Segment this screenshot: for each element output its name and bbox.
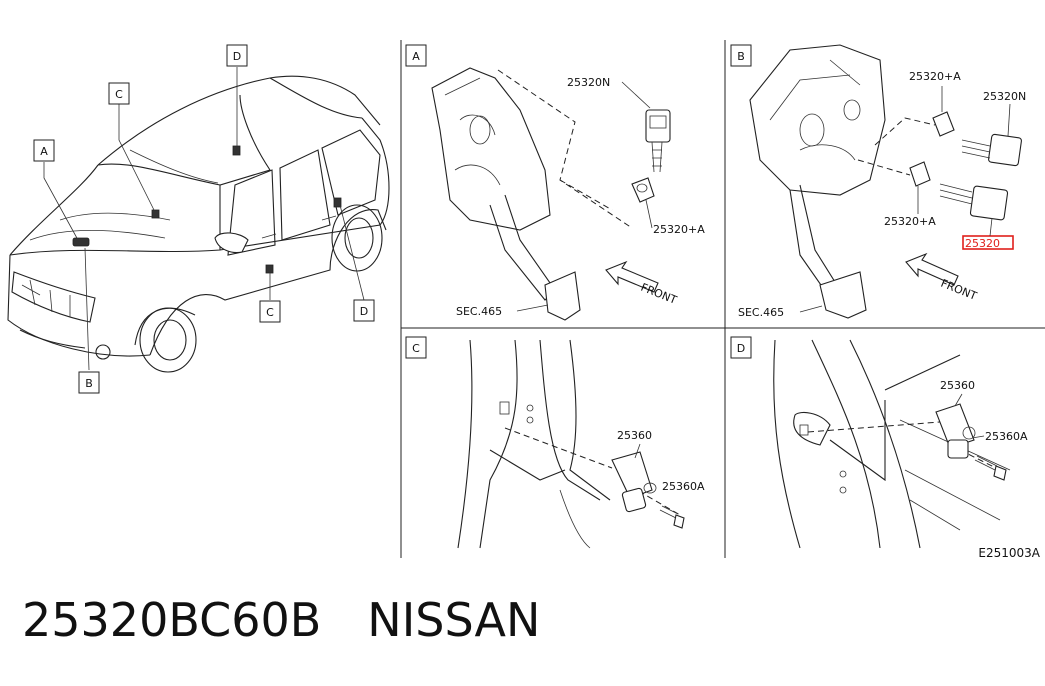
panel-b-part-highlighted: 25320	[965, 237, 1000, 250]
panel-d-label: D	[737, 342, 745, 355]
car-callout-a: A	[33, 139, 55, 162]
highlighted-part-box	[962, 235, 1014, 250]
panel-b-front: FRONT	[939, 277, 979, 303]
car-illustration	[7, 67, 390, 373]
car-callout-b: B	[78, 371, 100, 394]
panel-b-part-switch: 25320N	[983, 90, 1026, 103]
car-callout-c: C	[108, 82, 130, 105]
brand-name: NISSAN	[367, 593, 541, 647]
svg-text:C: C	[115, 88, 123, 101]
car-callout-c-bottom: C	[259, 300, 281, 323]
panel-a-section: SEC.465	[456, 305, 502, 318]
panel-b-part-clip-top: 25320+A	[909, 70, 961, 83]
svg-text:B: B	[85, 377, 93, 390]
panel-b-section: SEC.465	[738, 306, 784, 319]
front-arrow-icon	[905, 252, 959, 286]
panel-c-part-switch: 25360	[617, 429, 652, 442]
panel-d: D 25360 25360A	[730, 336, 1028, 549]
svg-text:C: C	[266, 306, 274, 319]
panel-b: B 25320+A 25320N 25320+A 25320 SEC	[730, 44, 1026, 319]
panel-c-part-bolt: 25360A	[662, 480, 705, 493]
panel-a-part-switch: 25320N	[567, 76, 610, 89]
panel-c: C 25360 25360A	[405, 336, 705, 549]
panel-b-label: B	[737, 50, 745, 63]
panel-a-part-clip: 25320+A	[653, 223, 705, 236]
panel-d-part-switch: 25360	[940, 379, 975, 392]
car-callout-d-bottom: D	[353, 299, 375, 322]
car-callout-d-top: D	[226, 44, 248, 67]
panel-d-part-bolt: 25360A	[985, 430, 1028, 443]
panel-grid	[400, 40, 1045, 558]
panel-a: A 25320N 25320+A SEC.465 FRONT	[405, 44, 705, 321]
front-arrow-icon	[605, 260, 659, 293]
part-number: 25320BC60B	[22, 593, 322, 647]
panel-a-front: FRONT	[639, 281, 679, 307]
svg-text:D: D	[360, 305, 368, 318]
panel-a-label: A	[412, 50, 420, 63]
panel-b-part-clip-bottom: 25320+A	[884, 215, 936, 228]
diagram-code: E251003A	[978, 546, 1040, 560]
svg-text:D: D	[233, 50, 241, 63]
svg-text:A: A	[40, 145, 48, 158]
panel-c-label: C	[412, 342, 420, 355]
